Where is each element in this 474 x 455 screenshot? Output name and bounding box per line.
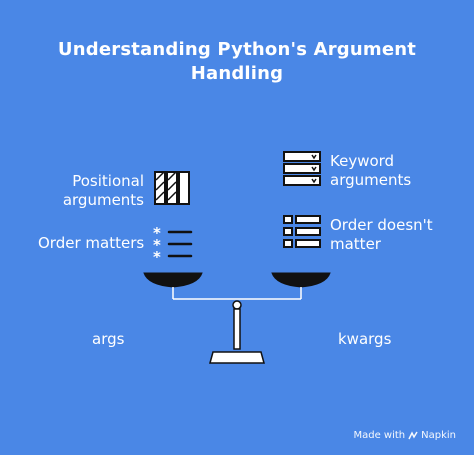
title-line-2: Handling (190, 63, 284, 84)
args-label: args (92, 330, 125, 348)
napkin-logo-icon (408, 430, 418, 439)
page-title: Understanding Python's Argument Handling (0, 38, 474, 86)
order-matters-label: Order matters (38, 234, 145, 252)
napkin-brand-text: Napkin (421, 430, 456, 441)
keyword-arguments-label: Keyword arguments (330, 152, 412, 189)
order-doesnt-matter-label: Order doesn't matter (330, 216, 433, 253)
kwargs-label: kwargs (338, 330, 392, 348)
svg-text:*: * (153, 236, 161, 254)
positional-arguments-label: Positional arguments (62, 172, 144, 209)
form-list-icon (283, 151, 321, 186)
bars-icon (154, 171, 190, 205)
title-line-1: Understanding Python's Argument (57, 39, 417, 60)
made-with-napkin[interactable]: Made with Napkin (353, 430, 456, 441)
svg-text:*: * (153, 224, 161, 242)
balance-scale-icon (143, 272, 331, 364)
unordered-list-icon (283, 215, 321, 248)
asterisk-list-icon: *** (153, 224, 193, 264)
svg-text:*: * (153, 248, 161, 264)
made-with-text: Made with (353, 430, 406, 441)
